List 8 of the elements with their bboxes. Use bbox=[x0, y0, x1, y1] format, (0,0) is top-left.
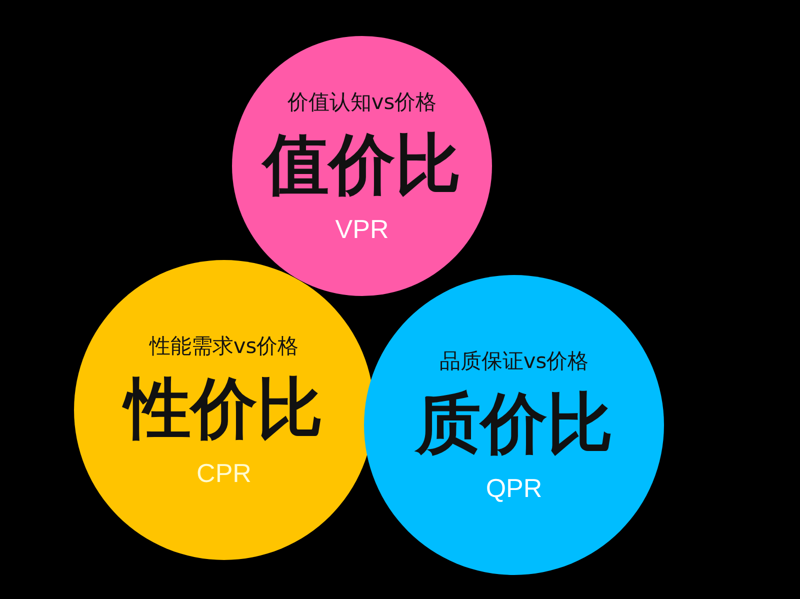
caption-text: 性能需求vs价格 bbox=[149, 332, 299, 360]
code-text: CPR bbox=[196, 458, 252, 488]
code-text: QPR bbox=[486, 472, 542, 504]
caption-text: 品质保证vs价格 bbox=[439, 348, 589, 374]
title-text: 质价比 bbox=[415, 384, 613, 464]
caption-text: 价值认知vs价格 bbox=[287, 88, 437, 116]
code-text: VPR bbox=[335, 214, 389, 244]
title-text: 值价比 bbox=[263, 124, 461, 204]
